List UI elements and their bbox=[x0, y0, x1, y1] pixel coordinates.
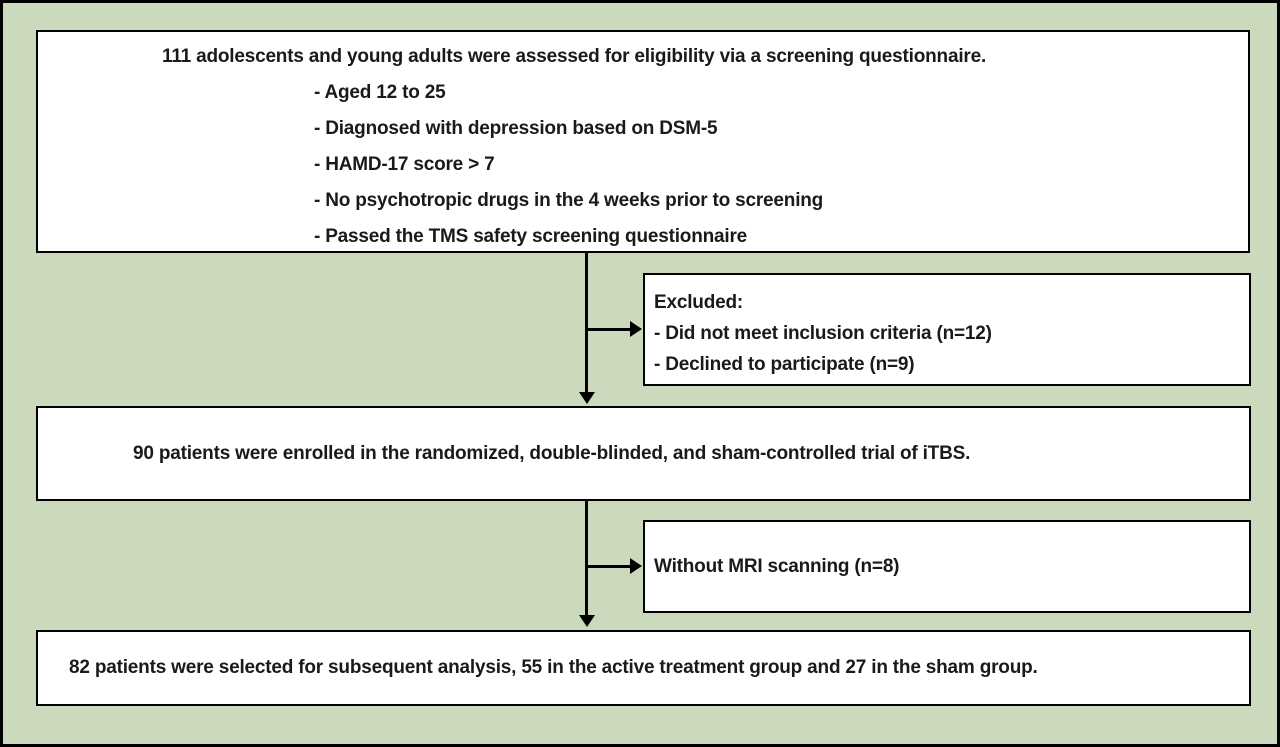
enrolled-box: 90 patients were enrolled in the randomi… bbox=[36, 406, 1251, 501]
excluded-title: Excluded: bbox=[654, 292, 743, 313]
excluded-reason: - Did not meet inclusion criteria (n=12) bbox=[654, 323, 992, 344]
without-mri-text: Without MRI scanning (n=8) bbox=[654, 555, 900, 577]
connector-branch-mri bbox=[586, 565, 631, 568]
final-analysis-text: 82 patients were selected for subsequent… bbox=[69, 657, 1038, 678]
screening-criterion: - HAMD-17 score > 7 bbox=[314, 154, 495, 175]
excluded-reason: - Declined to participate (n=9) bbox=[654, 354, 915, 375]
arrowhead-right-icon bbox=[630, 321, 642, 337]
arrowhead-right-icon bbox=[630, 558, 642, 574]
connector-branch-excluded bbox=[586, 328, 631, 331]
screening-box: 111 adolescents and young adults were as… bbox=[36, 30, 1250, 253]
screening-criterion: - Aged 12 to 25 bbox=[314, 82, 446, 103]
connector-screening-to-enrolled bbox=[585, 253, 588, 393]
screening-headline: 111 adolescents and young adults were as… bbox=[162, 46, 987, 67]
connector-enrolled-to-final bbox=[585, 501, 588, 616]
enrolled-text: 90 patients were enrolled in the randomi… bbox=[133, 442, 971, 464]
arrowhead-down-icon bbox=[579, 615, 595, 627]
screening-criterion: - Diagnosed with depression based on DSM… bbox=[314, 118, 718, 139]
without-mri-box: Without MRI scanning (n=8) bbox=[643, 520, 1251, 613]
screening-criterion: - No psychotropic drugs in the 4 weeks p… bbox=[314, 190, 824, 211]
screening-criterion: - Passed the TMS safety screening questi… bbox=[314, 226, 748, 247]
final-analysis-box: 82 patients were selected for subsequent… bbox=[36, 630, 1251, 706]
arrowhead-down-icon bbox=[579, 392, 595, 404]
excluded-box: Excluded: - Did not meet inclusion crite… bbox=[643, 273, 1251, 386]
